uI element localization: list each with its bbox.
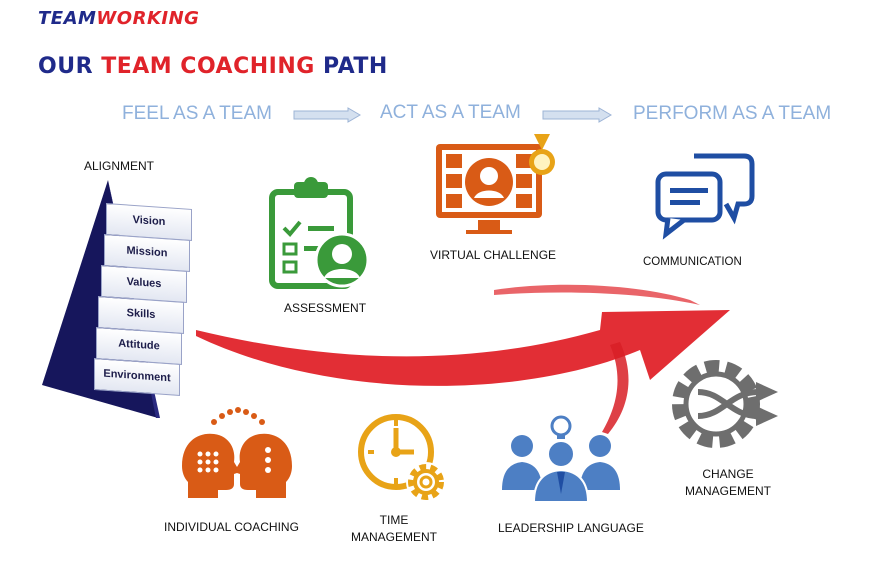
step-skills-label: Skills [126, 306, 156, 322]
time-management-line-1: TIME [379, 513, 409, 527]
step-mission-label: Mission [126, 244, 168, 260]
brand-part-1: TEAM [38, 8, 97, 29]
phase-act: ACT AS A TEAM [380, 102, 521, 123]
time-management-label: TIME MANAGEMENT [346, 512, 442, 546]
phase-arrow-1 [293, 107, 361, 123]
title-part-3: PATH [322, 54, 388, 79]
phase-feel: FEEL AS A TEAM [122, 103, 272, 124]
heads-coaching-icon [182, 407, 292, 498]
chat-bubbles-icon [655, 153, 755, 240]
step-environment-label: Environment [103, 367, 171, 385]
brand-logo: TEAMWORKING [38, 8, 199, 29]
change-management-label: CHANGE MANAGEMENT [680, 466, 776, 500]
medal-icon [529, 134, 555, 175]
virtual-challenge-label: VIRTUAL CHALLENGE [430, 248, 557, 262]
business-team-icon [502, 415, 620, 503]
clock-gear-icon [358, 414, 446, 502]
communication-label: COMMUNICATION [643, 256, 742, 268]
brand-part-2: WORKING [96, 8, 200, 29]
page-title: OUR TEAM COACHING PATH [38, 54, 388, 79]
video-conference-icon [436, 144, 542, 234]
title-part-2: TEAM COACHING [101, 54, 315, 79]
title-part-1: OUR [38, 54, 94, 79]
phase-arrow-2 [542, 107, 612, 123]
alignment-label: ALIGNMENT [84, 159, 155, 173]
step-environment: Environment [94, 357, 180, 397]
assessment-label: ASSESSMENT [284, 301, 367, 315]
leadership-language-label: LEADERSHIP LANGUAGE [498, 521, 644, 535]
time-management-line-2: MANAGEMENT [350, 530, 437, 544]
clipboard-check-icon [269, 177, 370, 289]
phase-perform: PERFORM AS A TEAM [633, 103, 832, 124]
step-attitude-label: Attitude [118, 337, 160, 353]
change-management-line-2: MANAGEMENT [684, 484, 771, 498]
gear-arrows-icon [672, 360, 778, 448]
step-values-label: Values [126, 275, 162, 291]
step-vision-label: Vision [132, 213, 166, 229]
individual-coaching-label: INDIVIDUAL COACHING [164, 520, 299, 534]
change-management-line-1: CHANGE [702, 467, 754, 481]
